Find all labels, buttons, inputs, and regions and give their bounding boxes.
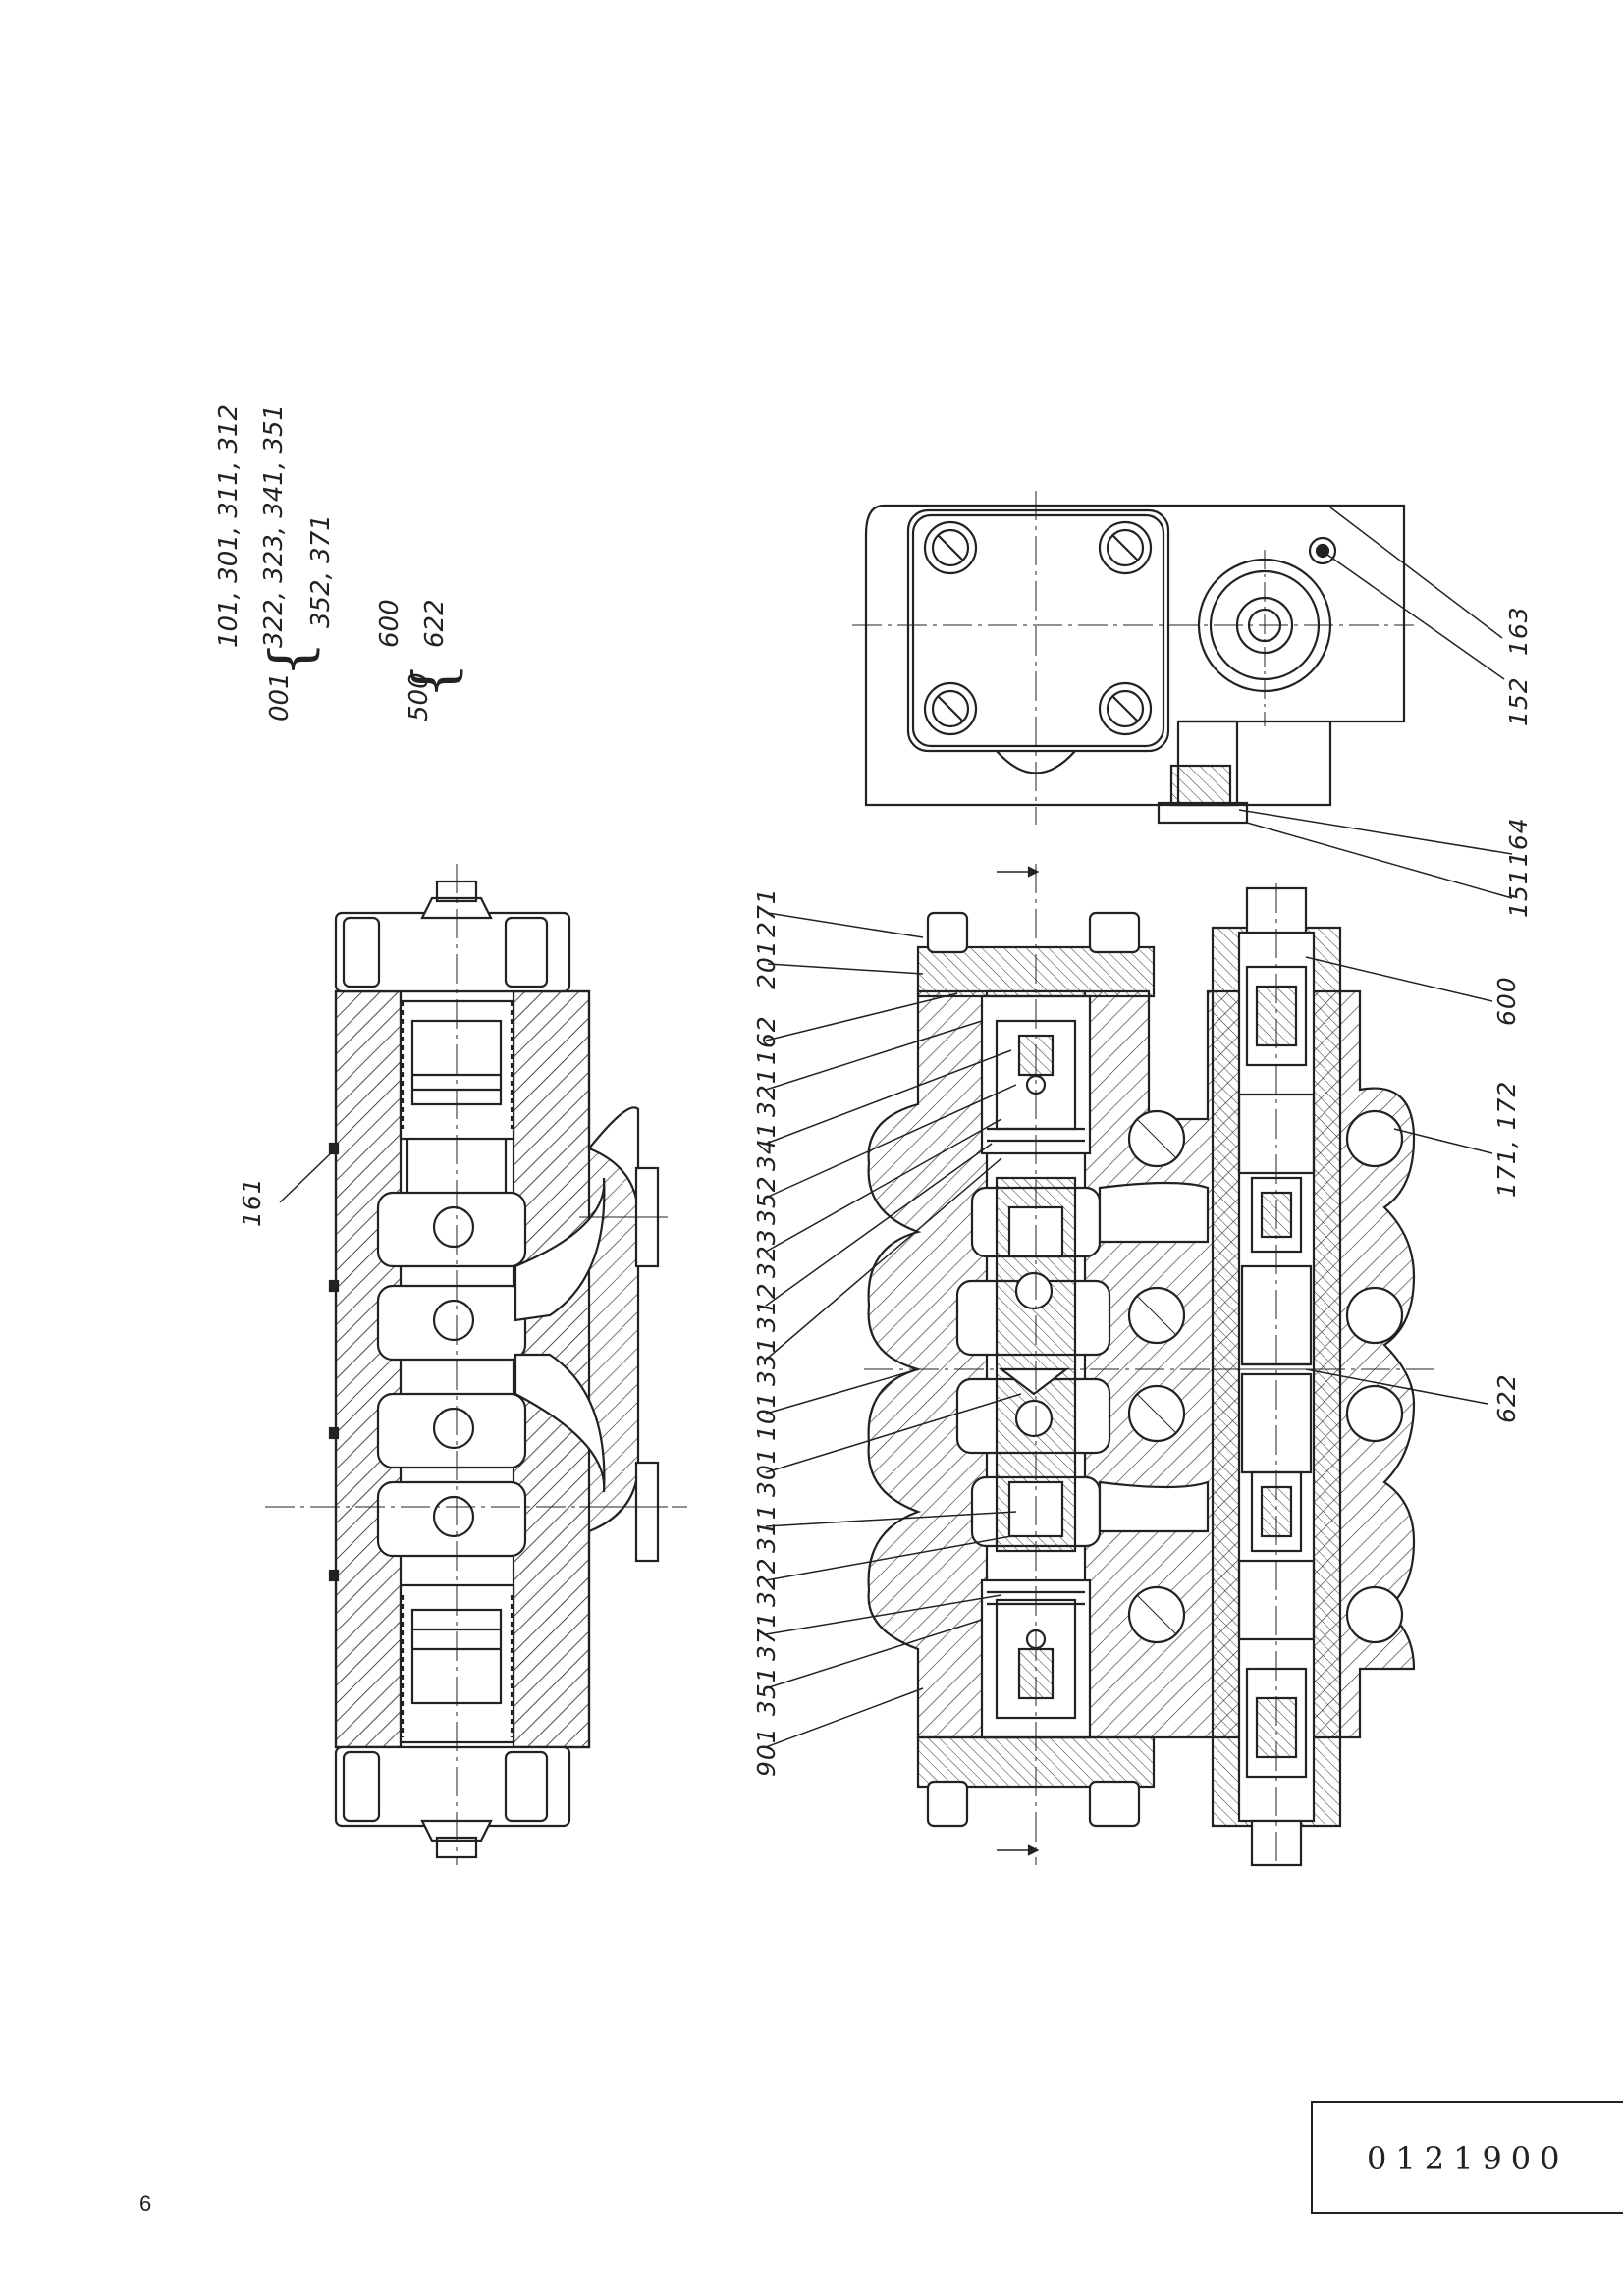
leader-lines	[765, 912, 1493, 1748]
legend-assembly-001: 001	[265, 672, 295, 721]
callout-331: 331	[752, 1336, 781, 1386]
legend-001-line2: 322, 323, 341, 351	[259, 403, 289, 648]
legend-brace-500: {	[401, 663, 467, 699]
page-number: 6	[139, 2191, 152, 2216]
document-number-box	[1311, 2101, 1623, 2214]
callout-163: 163	[1504, 606, 1533, 656]
callout-371: 371	[752, 1611, 781, 1661]
left-section-view	[265, 864, 687, 1865]
callout-161: 161	[238, 1177, 266, 1227]
callout-901: 901	[752, 1727, 781, 1777]
callout-341: 341	[752, 1121, 781, 1171]
legend-001-line1: 101, 301, 311, 312	[214, 403, 243, 648]
callout-151: 151	[1504, 868, 1533, 918]
callout-352: 352	[752, 1175, 781, 1225]
callout-351: 351	[752, 1666, 781, 1716]
callout-201: 201	[752, 939, 781, 989]
callout-101: 101	[752, 1391, 781, 1441]
callout-171-172: 171, 172	[1492, 1080, 1521, 1198]
end-view	[852, 491, 1513, 899]
callout-622: 622	[1492, 1373, 1521, 1423]
callout-162: 162	[752, 1015, 781, 1065]
legend-500-line2: 622	[420, 599, 450, 648]
callout-322: 322	[752, 1557, 781, 1607]
legend-001-line3: 352, 371	[306, 514, 336, 628]
callout-311: 311	[752, 1503, 781, 1553]
callout-164: 164	[1504, 817, 1533, 867]
right-section-view	[864, 864, 1434, 1867]
callout-323: 323	[752, 1228, 781, 1278]
callout-312: 312	[752, 1282, 781, 1332]
callout-321: 321	[752, 1067, 781, 1117]
callout-152: 152	[1504, 676, 1533, 726]
document-number: 0121900	[1367, 2140, 1569, 2177]
callout-271: 271	[752, 887, 781, 937]
callout-600: 600	[1492, 976, 1521, 1026]
callout-301: 301	[752, 1447, 781, 1497]
legend-500-line1: 600	[375, 599, 405, 648]
